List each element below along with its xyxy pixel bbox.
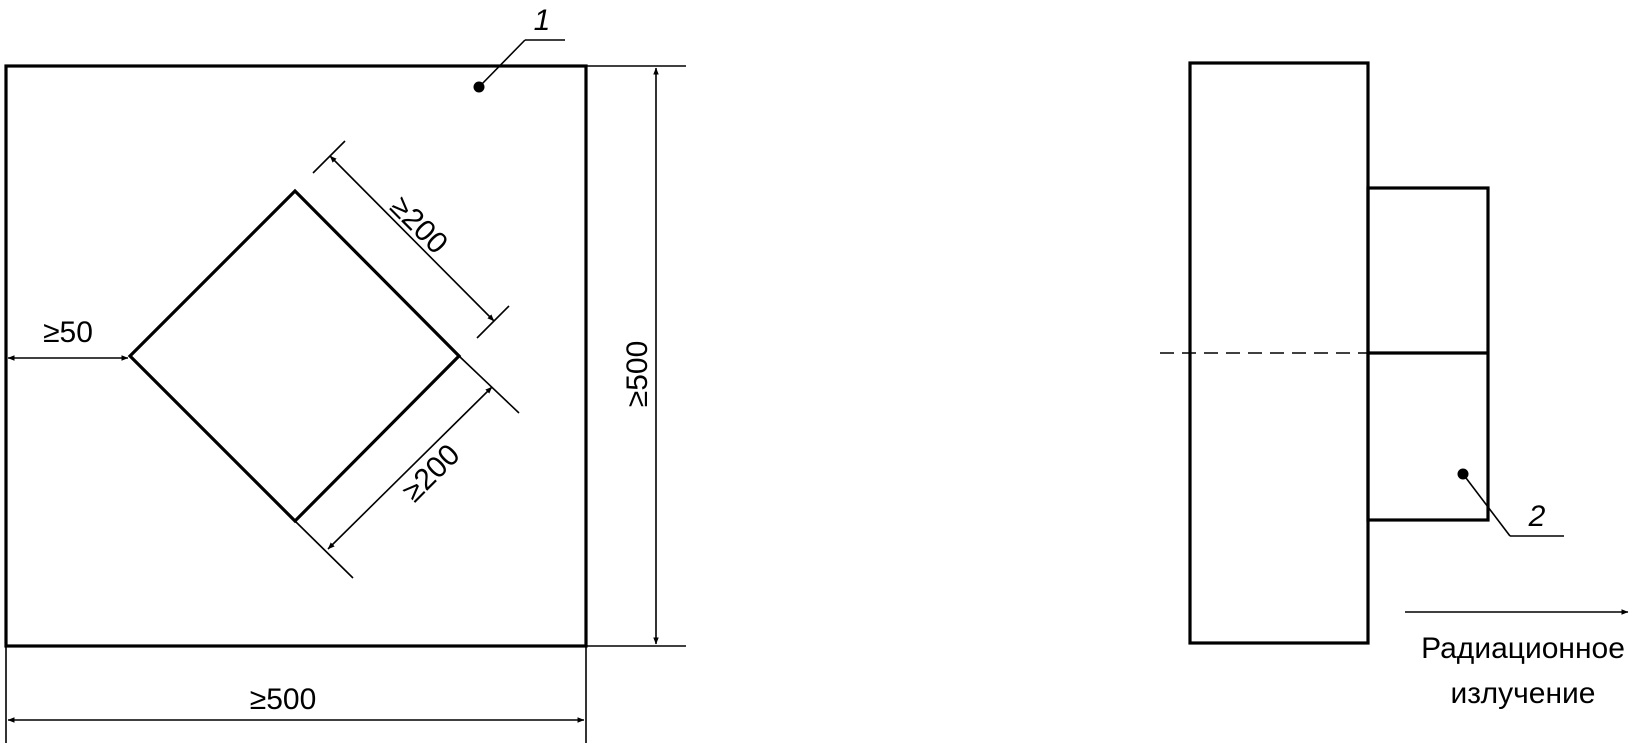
front-view: 1 ≥500 ≥500 ≥50 ≥200 (4, 4, 686, 743)
plate-outline (4, 64, 588, 648)
width-dimension: ≥500 (5, 646, 587, 743)
callout-2: 2 (1457, 468, 1564, 537)
height-dimension-label: ≥500 (621, 341, 654, 408)
radiation-label-line2: излучение (1450, 677, 1595, 710)
callout-number-2: 2 (1528, 500, 1546, 533)
callout-1: 1 (473, 4, 565, 93)
width-dimension-label: ≥500 (250, 683, 317, 716)
height-dimension: ≥500 (586, 65, 686, 647)
side-view: 2 Радиационное излучение (1160, 61, 1629, 710)
radiation-label-line1: Радиационное (1421, 632, 1625, 665)
edge-gap-label: ≥50 (43, 316, 93, 349)
radiation-direction: Радиационное излучение (1405, 609, 1629, 710)
diamond-lower-label: ≥200 (396, 438, 466, 508)
callout-number-1: 1 (534, 4, 551, 37)
diamond-upper-label: ≥200 (384, 190, 454, 260)
edge-gap-dimension: ≥50 (7, 316, 129, 361)
diamond-lower-side-dimension: ≥200 (294, 355, 520, 579)
